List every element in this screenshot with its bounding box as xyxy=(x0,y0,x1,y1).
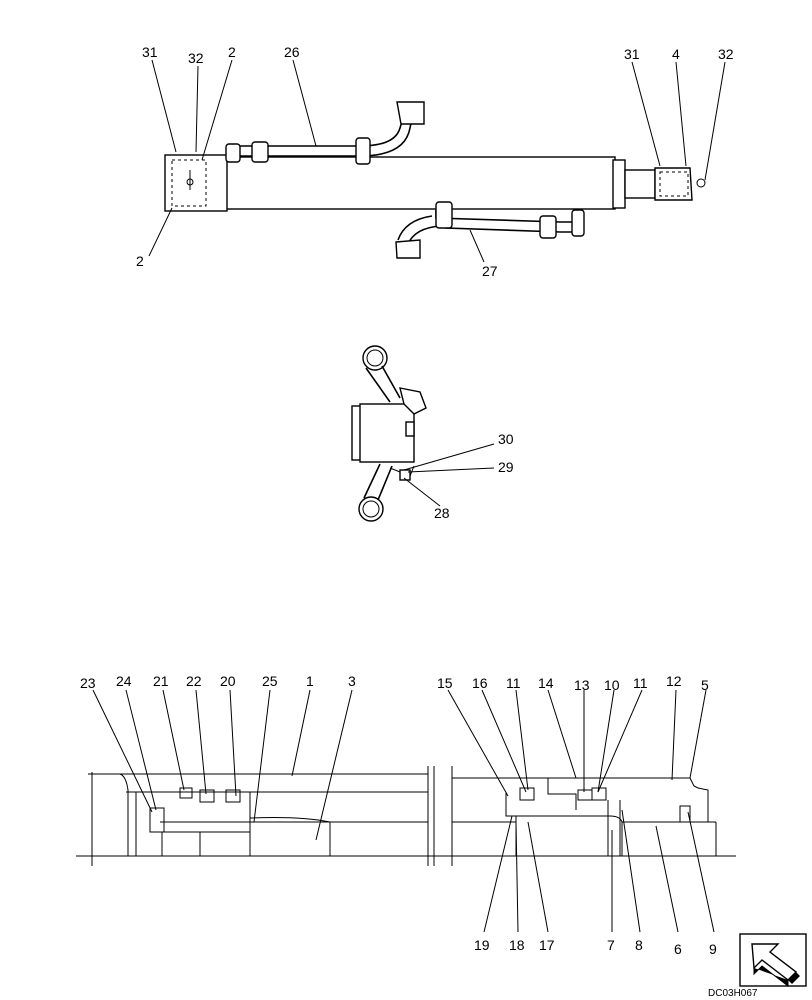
callout-20: 20 xyxy=(220,673,236,689)
callout-9: 9 xyxy=(709,941,717,957)
callout-2-upper: 2 xyxy=(228,44,236,60)
callout-23: 23 xyxy=(80,675,96,691)
callout-24: 24 xyxy=(116,673,132,689)
callout-11-b: 11 xyxy=(633,675,648,691)
callout-16: 16 xyxy=(472,675,488,691)
callout-18: 18 xyxy=(509,937,525,953)
callout-1: 1 xyxy=(306,673,314,689)
callout-6: 6 xyxy=(674,941,682,957)
callout-28: 28 xyxy=(434,505,450,521)
callout-3: 3 xyxy=(348,673,356,689)
cylinder-section-view xyxy=(76,766,736,866)
top-view-callouts: 31 32 2 26 31 4 32 2 27 xyxy=(136,44,734,279)
callout-27: 27 xyxy=(482,263,498,279)
callout-12: 12 xyxy=(666,673,682,689)
callout-29: 29 xyxy=(498,459,514,475)
navigation-arrow-icon[interactable] xyxy=(739,933,807,988)
callout-30: 30 xyxy=(498,431,514,447)
callout-32-left: 32 xyxy=(188,50,204,66)
cylinder-top-view xyxy=(164,101,706,259)
callout-22: 22 xyxy=(186,673,202,689)
callout-2-lower: 2 xyxy=(136,253,144,269)
callout-11-a: 11 xyxy=(506,675,521,691)
drawing-code: DC03H067 xyxy=(708,988,758,999)
callout-14: 14 xyxy=(538,675,554,691)
callout-31-right: 31 xyxy=(624,46,640,62)
callout-5: 5 xyxy=(701,677,709,693)
callout-15: 15 xyxy=(437,675,453,691)
callout-8: 8 xyxy=(635,937,643,953)
callout-17: 17 xyxy=(539,937,555,953)
callout-21: 21 xyxy=(153,673,169,689)
callout-25: 25 xyxy=(262,673,278,689)
callout-31-left: 31 xyxy=(142,44,158,60)
callout-26: 26 xyxy=(284,44,300,60)
callout-19: 19 xyxy=(474,937,490,953)
callout-13: 13 xyxy=(574,677,590,693)
callout-10: 10 xyxy=(604,677,620,693)
section-view-callouts: 23 24 21 22 20 25 1 3 15 16 11 14 13 10 … xyxy=(80,673,717,957)
cylinder-end-view: 30 29 28 xyxy=(351,345,514,522)
callout-32-right: 32 xyxy=(718,46,734,62)
callout-4: 4 xyxy=(672,46,680,62)
callout-7: 7 xyxy=(607,937,615,953)
